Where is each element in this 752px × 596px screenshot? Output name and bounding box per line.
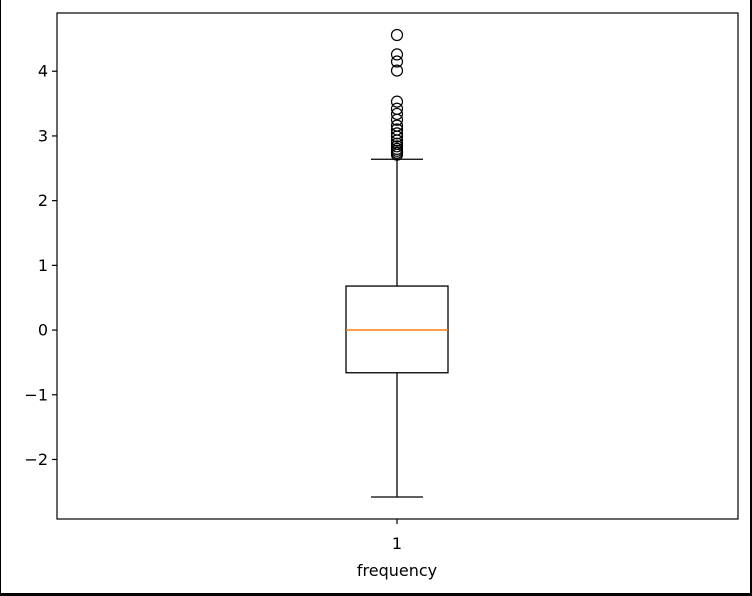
outlier-point bbox=[390, 107, 404, 121]
outlier-point bbox=[390, 102, 404, 115]
outlier-point bbox=[390, 127, 404, 140]
x-axis-label: frequency bbox=[357, 561, 437, 580]
outlier-point bbox=[390, 123, 404, 136]
y-axis: −2 −1 0 1 2 3 4 bbox=[24, 62, 57, 469]
y-tick-label: 2 bbox=[38, 191, 48, 210]
outlier-point bbox=[390, 137, 404, 150]
x-axis: 1 bbox=[392, 519, 402, 553]
y-tick-label: 0 bbox=[38, 321, 48, 340]
outlier-point bbox=[390, 55, 404, 68]
x-tick-label: 1 bbox=[392, 534, 402, 553]
outlier-point bbox=[390, 95, 404, 108]
y-tick-label: 4 bbox=[38, 62, 48, 81]
outlier-point bbox=[390, 119, 404, 132]
outlier-point bbox=[390, 28, 404, 42]
y-tick-label: −1 bbox=[24, 385, 48, 404]
outlier-point bbox=[390, 64, 404, 77]
y-tick-label: 3 bbox=[38, 126, 48, 145]
outlier-point bbox=[390, 48, 404, 61]
y-tick-label: 1 bbox=[38, 256, 48, 275]
box-series bbox=[345, 28, 449, 498]
y-tick-label: −2 bbox=[24, 450, 48, 469]
